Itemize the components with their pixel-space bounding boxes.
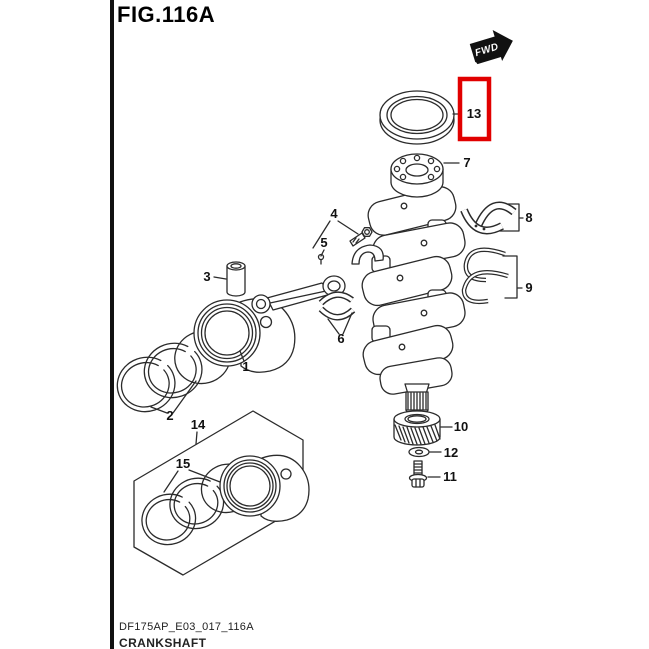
callout-6[interactable]: 6 — [337, 331, 344, 346]
callout-6-bracket — [327, 312, 353, 335]
part-10-gear — [393, 410, 453, 446]
callout-15[interactable]: 15 — [176, 456, 190, 471]
part-4-rod-bolt — [349, 232, 366, 247]
callout-3[interactable]: 3 — [203, 269, 210, 284]
part-9-thrust-rings — [461, 247, 523, 305]
callout-11[interactable]: 11 — [443, 469, 457, 484]
drawing-caption: CRANKSHAFT — [119, 636, 207, 649]
callout-13[interactable]: 13 — [467, 106, 481, 121]
callout-2[interactable]: 2 — [166, 408, 173, 423]
callout-5-leader — [320, 249, 325, 257]
callout-5[interactable]: 5 — [320, 235, 327, 250]
callout-8-bracket — [499, 203, 524, 232]
callout-7[interactable]: 7 — [463, 155, 470, 170]
part-1-piston — [193, 298, 296, 373]
callout-labels: 1 2 3 4 5 6 7 8 9 10 11 12 13 14 15 — [166, 106, 532, 484]
drawing-footer: DF175AP_E03_017_116A CRANKSHAFT — [119, 621, 254, 649]
oversize-parts-box — [133, 410, 310, 576]
part-8-main-bearings — [460, 201, 524, 235]
part-7-crank-flange — [390, 153, 460, 198]
fwd-arrow-icon: FWD — [469, 30, 513, 65]
part-2-piston-rings — [116, 330, 232, 414]
part-12-washer — [408, 446, 442, 458]
callout-1[interactable]: 1 — [242, 359, 249, 374]
red-highlight-box — [457, 76, 492, 142]
callout-8[interactable]: 8 — [525, 210, 532, 225]
callout-9[interactable]: 9 — [525, 280, 532, 295]
callout-14[interactable]: 14 — [191, 417, 206, 432]
rod-small-end — [251, 294, 271, 314]
connecting-rod-assembly — [251, 220, 384, 335]
callout-9-bracket — [502, 255, 523, 299]
part-11-bolt — [408, 460, 441, 488]
left-border-rule — [110, 0, 114, 649]
figure-title: FIG.116A — [117, 2, 216, 27]
callout-2-bracket — [150, 380, 197, 414]
callout-15-bracket — [163, 469, 221, 493]
part-14-group-box — [133, 410, 304, 576]
part-13-seal-ring — [379, 90, 462, 145]
crankshaft — [361, 179, 466, 415]
drawing-code: DF175AP_E03_017_116A — [119, 621, 254, 633]
callout-12[interactable]: 12 — [444, 445, 458, 460]
part-3-piston-pin — [213, 261, 246, 297]
callout-4[interactable]: 4 — [330, 206, 338, 221]
callout-10[interactable]: 10 — [454, 419, 468, 434]
part-4-rod-cap — [351, 244, 384, 265]
callout-4-bracket — [312, 220, 359, 249]
